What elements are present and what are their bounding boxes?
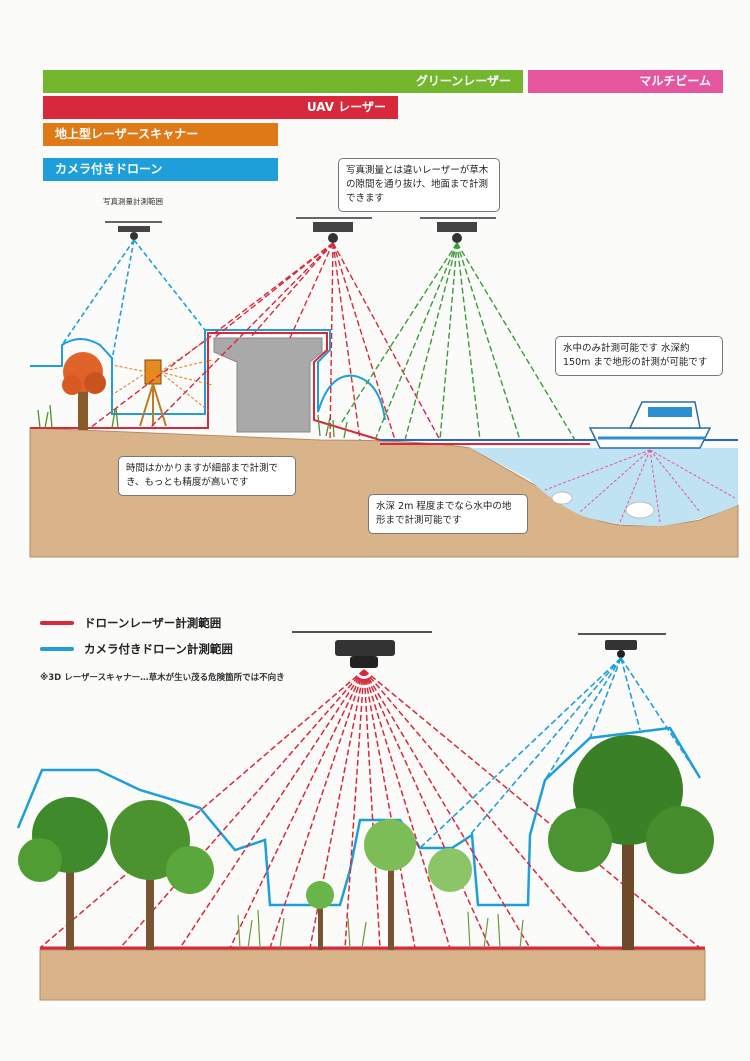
photo-range-label: 写真測量計測範囲 bbox=[103, 197, 163, 206]
bridge-pier bbox=[213, 337, 323, 433]
laser-scanner-icon bbox=[139, 359, 167, 427]
multibeam-bar: マルチビーム bbox=[528, 70, 723, 93]
camera-drone-icon bbox=[105, 221, 162, 240]
legend-blue-line bbox=[40, 647, 74, 651]
green-laser-bar: グリーンレーザー bbox=[43, 70, 523, 93]
legend-drone-laser-label: ドローンレーザー計測範囲 bbox=[84, 616, 222, 630]
top-diagram bbox=[29, 217, 739, 558]
uav-laser-drone-icon bbox=[292, 631, 432, 668]
ground-scanner-note: 時間はかかりますが細部まで計測でき、もっとも精度が高いです bbox=[118, 456, 296, 496]
forest-trees-icon bbox=[18, 735, 714, 950]
green-laser-note: 写真測量とは違いレーザーが草木の隙間を通り抜け、地面まで計測できます bbox=[338, 158, 500, 212]
legend-camera-drone: カメラ付きドローン計測範囲 bbox=[40, 641, 233, 657]
boat-icon bbox=[588, 401, 712, 449]
uav-laser-drone-icon bbox=[296, 217, 372, 243]
underwater-note: 水深 2m 程度までなら水中の地形まで計測可能です bbox=[368, 494, 528, 534]
forest-ground bbox=[39, 949, 706, 1001]
canopy-surface-line bbox=[16, 726, 702, 907]
footnote: ※3D レーザースキャナー…草木が生い茂る危険箇所では不向き bbox=[40, 673, 285, 683]
legend-camera-drone-label: カメラ付きドローン計測範囲 bbox=[84, 642, 233, 656]
laser-surface-line bbox=[30, 332, 381, 441]
camera-drone-bar: カメラ付きドローン bbox=[43, 158, 278, 181]
legend-drone-laser: ドローンレーザー計測範囲 bbox=[40, 615, 221, 631]
camera-drone-icon bbox=[578, 633, 666, 658]
multibeam-note: 水中のみ計測可能です 水深約 150m まで地形の計測が可能です bbox=[555, 336, 723, 376]
green-laser-drone-icon bbox=[420, 217, 496, 243]
legend-red-line bbox=[40, 621, 74, 625]
water-area bbox=[470, 448, 738, 526]
grass-icon bbox=[37, 404, 348, 439]
uav-laser-bar: UAV レーザー bbox=[43, 96, 398, 119]
tree-icon bbox=[62, 352, 106, 430]
ground-scanner-bar: 地上型レーザースキャナー bbox=[43, 123, 278, 146]
